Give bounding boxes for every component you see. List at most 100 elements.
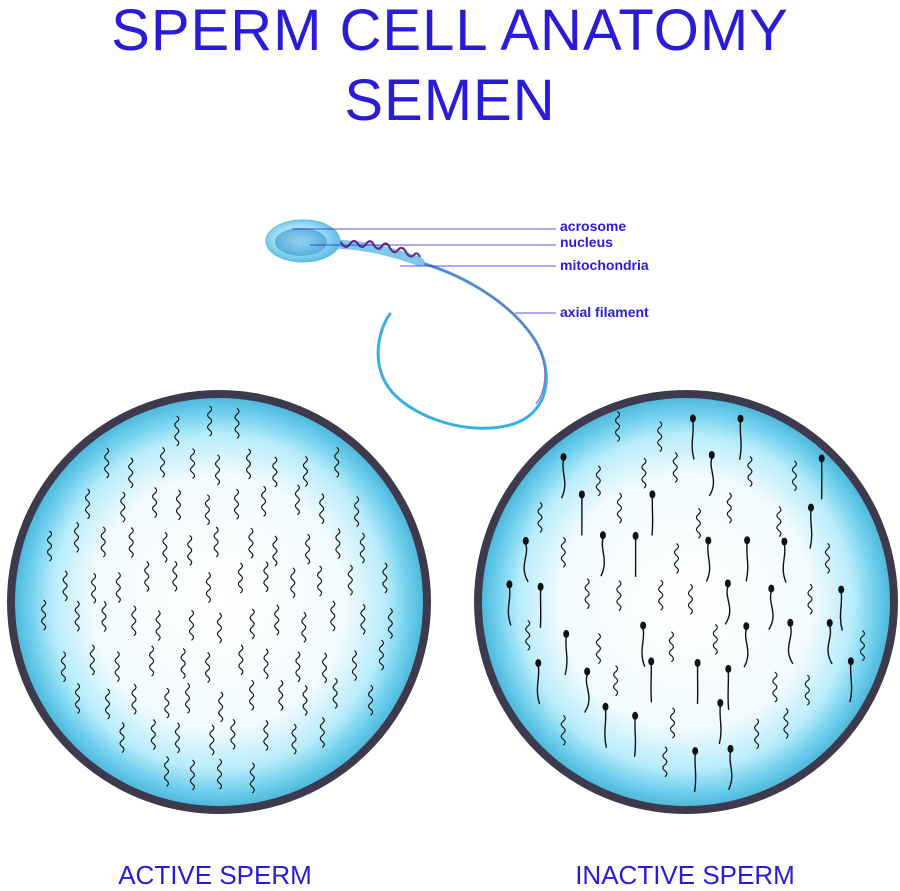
active-sperm-cell	[163, 755, 170, 787]
inactive-sperm-cell-headed	[737, 414, 744, 460]
active-sperm-cell	[60, 651, 66, 683]
inactive-sperm-cell	[726, 492, 732, 524]
active-sperm-cell	[334, 446, 340, 478]
inactive-sperm-cell-headed	[537, 582, 544, 628]
inactive-sperm-cell	[712, 624, 718, 655]
active-sperm-cell	[317, 565, 323, 597]
inactive-sperm-cell-headed	[692, 747, 699, 793]
inactive-sperm-cell-headed	[632, 711, 639, 757]
inactive-sperm-cell-headed	[725, 664, 732, 710]
active-sperm-cell	[263, 720, 269, 751]
inactive-sperm-cell-headed	[649, 490, 656, 536]
inactive-sperm-cell	[657, 421, 663, 453]
inactive-sperm-cell	[747, 456, 753, 487]
active-sperm-cell	[301, 611, 307, 643]
inactive-sperm-cell	[672, 451, 678, 483]
inactive-sperm-cell	[695, 507, 701, 539]
active-sperm-cell	[189, 448, 196, 480]
inactive-sperm-cell	[614, 411, 621, 442]
active-sperm-cell	[263, 648, 269, 680]
active-sperm-cell	[245, 448, 252, 480]
active-sperm-cell	[131, 683, 137, 715]
active-sperm-cell	[172, 560, 178, 592]
inactive-sperm-cell	[616, 580, 622, 612]
inactive-sperm-cell	[662, 746, 668, 778]
active-sperm-cell	[291, 723, 297, 755]
caption-active-sperm: ACTIVE SPERM	[118, 860, 312, 890]
active-sperm-cell	[188, 609, 195, 641]
active-sperm-cell	[205, 652, 211, 683]
nucleus-shape	[275, 228, 327, 256]
active-sperm-cell	[216, 758, 223, 790]
active-sperm-cell	[91, 572, 97, 604]
active-sperm-cell	[189, 759, 195, 791]
inactive-sperm-cell	[658, 579, 664, 611]
active-sperm-cell	[131, 605, 137, 637]
active-sperm-cell	[249, 608, 255, 640]
active-sperm-cell	[302, 455, 308, 487]
inactive-sperm-cells	[506, 411, 865, 793]
active-sperm-cell	[187, 534, 193, 566]
inactive-sperm-cell-headed	[578, 490, 585, 536]
page-subtitle: SEMEN	[344, 68, 556, 133]
label-axial-filament: axial filament	[560, 304, 649, 320]
active-sperm-cell	[321, 652, 328, 684]
inactive-sperm-cell	[754, 718, 760, 750]
inactive-sperm-cell-headed	[694, 658, 701, 704]
active-sperm-cell	[128, 527, 134, 558]
inactive-sperm-cell	[616, 492, 622, 524]
inactive-sperm-cell	[584, 578, 590, 610]
inactive-sperm-cell-headed	[602, 702, 609, 748]
inactive-sperm-cell-headed	[632, 531, 639, 577]
active-sperm-cell	[305, 533, 311, 565]
active-sperm-cell	[84, 488, 91, 520]
inactive-sperm-cell	[560, 714, 566, 746]
active-sperm-cell	[89, 644, 95, 676]
inactive-sperm-cell-headed	[787, 618, 794, 665]
active-sperm-cell	[378, 639, 384, 671]
inactive-sperm-cell-headed	[743, 622, 750, 668]
active-sperm-cell	[359, 532, 365, 564]
label-acrosome: acrosome	[560, 218, 627, 234]
inactive-sperm-cell	[595, 465, 601, 497]
active-sperm-cell	[164, 687, 170, 719]
active-sperm-cell	[249, 762, 255, 794]
active-sperm-cell	[74, 683, 81, 714]
inactive-sperm-cell-headed	[826, 619, 833, 665]
active-sperm-cell	[104, 688, 111, 720]
active-sperm-cell	[278, 679, 284, 711]
inactive-sperm-cell-headed	[727, 744, 734, 791]
active-sperm-cell	[128, 457, 134, 489]
active-sperm-cells	[41, 405, 393, 794]
active-sperm-cell	[238, 644, 244, 676]
label-mitochondria: mitochondria	[560, 257, 649, 273]
active-sperm-cell	[174, 415, 180, 447]
active-sperm-cell	[115, 572, 121, 604]
active-sperm-cell	[46, 530, 53, 562]
active-sperm-cell	[248, 527, 254, 559]
active-sperm-cell	[180, 648, 186, 679]
inactive-sperm-cell-headed	[689, 414, 696, 460]
label-nucleus: nucleus	[560, 234, 613, 250]
active-sperm-cell	[330, 600, 336, 632]
active-sperm-cell	[74, 600, 80, 632]
active-sperm-cell	[332, 677, 338, 709]
active-sperm-cell	[302, 684, 308, 716]
active-sperm-cell	[100, 526, 106, 558]
active-sperm-cell	[290, 567, 296, 599]
active-sperm-cell	[159, 446, 166, 478]
inactive-sperm-cell	[687, 583, 693, 615]
active-sperm-cell	[62, 570, 68, 602]
active-sperm-cell	[174, 722, 180, 754]
active-sperm-cell	[162, 531, 168, 563]
active-sperm-cell	[230, 718, 236, 750]
active-sperm-cell	[237, 562, 243, 594]
inactive-sperm-cell-headed	[717, 699, 724, 745]
active-sperm-cell	[150, 719, 156, 750]
inactive-sperm-cell-headed	[640, 621, 647, 667]
inactive-sperm-cell-headed	[768, 584, 775, 630]
inactive-sperm-cell	[613, 665, 619, 697]
inactive-sperm-cell	[807, 583, 813, 615]
active-sperm-cell	[104, 447, 110, 479]
